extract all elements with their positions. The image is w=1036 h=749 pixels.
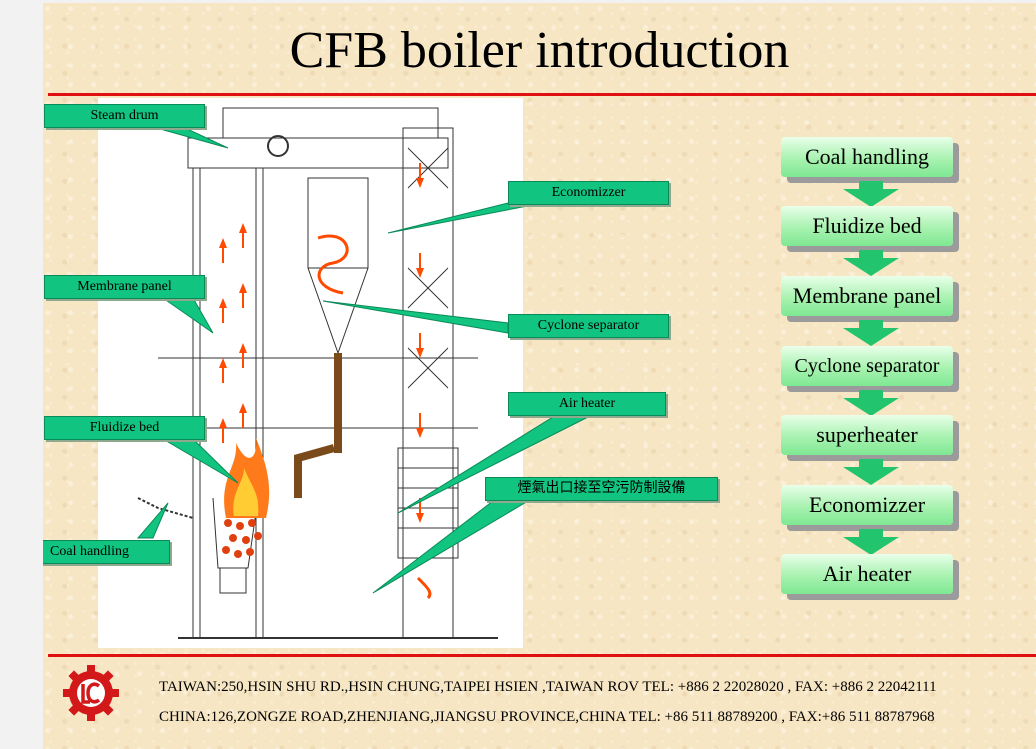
flow-step-economizzer: Economizzer — [781, 485, 953, 525]
flow-arrow-down-icon — [843, 390, 899, 416]
callout-cyclone-separator: Cyclone separator — [508, 314, 669, 338]
callout-fluidize-bed: Fluidize bed — [44, 416, 205, 440]
footer-address-china: CHINA:126,ZONGZE ROAD,ZHENJIANG,JIANGSU … — [159, 709, 935, 725]
flow-arrow-down-icon — [843, 250, 899, 276]
footer-address-taiwan: TAIWAN:250,HSIN SHU RD.,HSIN CHUNG,TAIPE… — [159, 679, 937, 695]
boiler-schematic — [98, 98, 523, 648]
footer-divider — [48, 654, 1036, 657]
page-title: CFB boiler introduction — [289, 22, 790, 79]
callout-steam-drum: Steam drum — [44, 104, 205, 128]
flow-step-air-heater: Air heater — [781, 554, 953, 594]
flow-arrow-down-icon — [843, 459, 899, 485]
title-divider — [48, 93, 1036, 96]
callout-economizzer: Economizzer — [508, 181, 669, 205]
flow-step-fluidize-bed: Fluidize bed — [781, 206, 953, 246]
callout-membrane-panel: Membrane panel — [44, 275, 205, 299]
callout-air-heater: Air heater — [508, 392, 666, 416]
callout-coal-handling: Coal handling — [43, 540, 170, 564]
boiler-schematic-svg — [137, 107, 498, 639]
company-logo-icon — [63, 665, 119, 721]
flow-step-cyclone-separator: Cyclone separator — [781, 346, 953, 386]
flow-step-membrane-panel: Membrane panel — [781, 276, 953, 316]
slide: CFB boiler introduction — [43, 3, 1036, 749]
callout-flue-gas-outlet: 煙氣出口接至空污防制設備 — [485, 477, 718, 501]
flow-step-superheater: superheater — [781, 415, 953, 455]
flow-arrow-down-icon — [843, 181, 899, 207]
flow-step-coal-handling: Coal handling — [781, 137, 953, 177]
flow-arrow-down-icon — [843, 320, 899, 346]
flow-arrow-down-icon — [843, 529, 899, 555]
